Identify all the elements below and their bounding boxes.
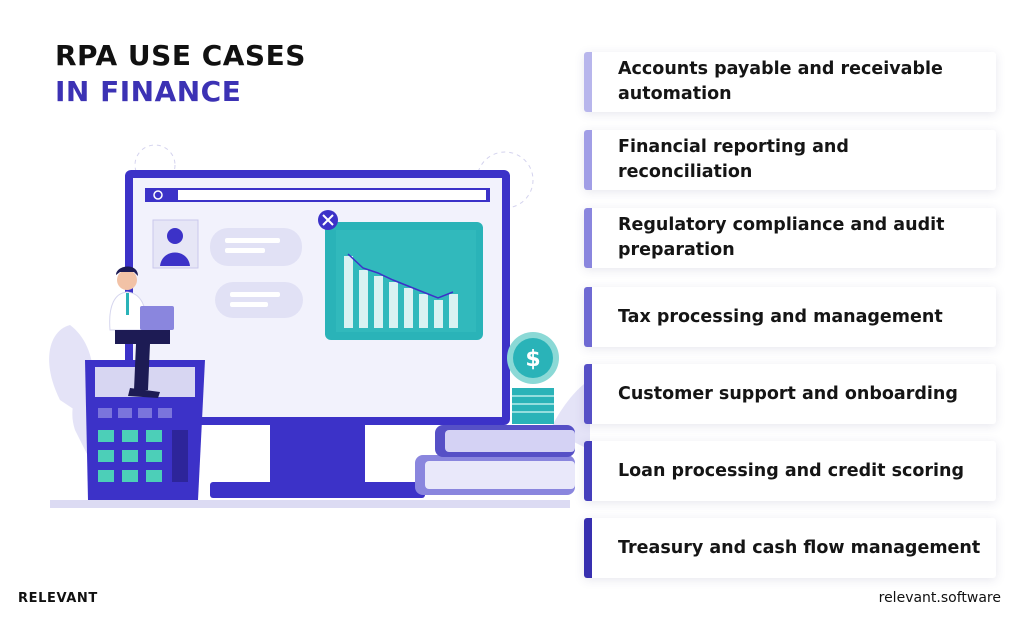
use-case-card: Customer support and onboarding [584, 364, 996, 424]
chat-bubble-icon [210, 228, 303, 318]
use-case-label: Financial reporting and reconciliation [618, 137, 849, 182]
page-title: RPA USE CASES IN FINANCE [55, 38, 306, 110]
brand-logo: RELEVANT [18, 591, 98, 606]
search-icon [153, 190, 163, 200]
use-case-label: Tax processing and management [618, 306, 943, 327]
user-profile-icon [152, 219, 199, 269]
illustration: $ [49, 144, 590, 508]
website-link[interactable]: relevant.software [878, 590, 1001, 606]
use-case-label: Accounts payable and receivable automati… [618, 59, 943, 104]
use-case-card: Regulatory compliance and audit preparat… [584, 208, 996, 268]
dollar-coin-icon: $ [507, 332, 559, 424]
decor-circle [134, 144, 176, 186]
search-bar [145, 188, 490, 202]
use-case-label: Loan processing and credit scoring [618, 460, 965, 481]
use-case-label: Treasury and cash flow management [618, 537, 981, 558]
svg-text:$: $ [525, 347, 540, 372]
books-icon [415, 425, 575, 495]
use-case-card: Accounts payable and receivable automati… [584, 52, 996, 112]
use-case-label: Regulatory compliance and audit preparat… [618, 215, 945, 260]
bar-chart-icon [318, 210, 483, 340]
title-line-2: IN FINANCE [55, 75, 242, 108]
use-case-card: Tax processing and management [584, 287, 996, 347]
use-case-card: Treasury and cash flow management [584, 518, 996, 578]
calculator-icon [85, 360, 205, 500]
person-at-laptop-icon [109, 266, 174, 398]
use-case-label: Customer support and onboarding [618, 383, 958, 404]
title-line-1: RPA USE CASES [55, 39, 306, 72]
use-case-card: Financial reporting and reconciliation [584, 130, 996, 190]
floor-line [50, 500, 570, 508]
use-case-card: Loan processing and credit scoring [584, 441, 996, 501]
